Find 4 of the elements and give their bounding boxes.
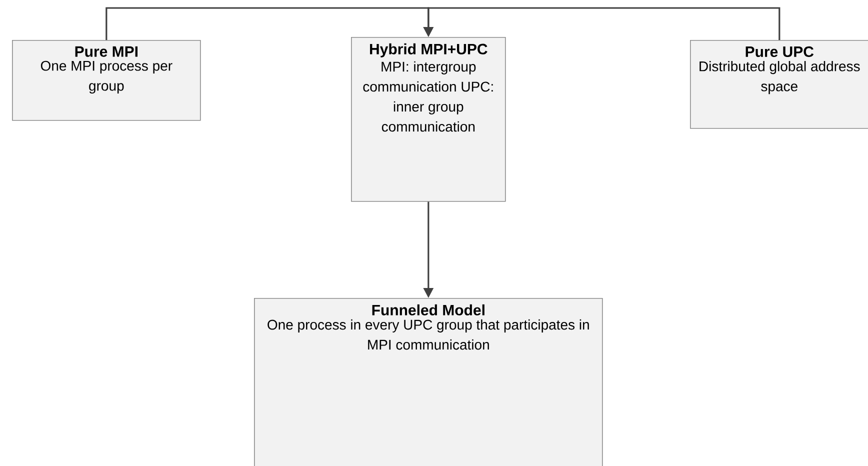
process-box: Funneled Model One process in every UPC group that participates in MPI communication	[254, 298, 603, 466]
process-box: Pure MPI One MPI process per group	[12, 40, 201, 121]
process-box: Pure UPC Distributed global address space	[690, 40, 868, 129]
process-box: Hybrid MPI+UPC MPI: intergroup communication UPC: inner group communication	[351, 37, 506, 202]
